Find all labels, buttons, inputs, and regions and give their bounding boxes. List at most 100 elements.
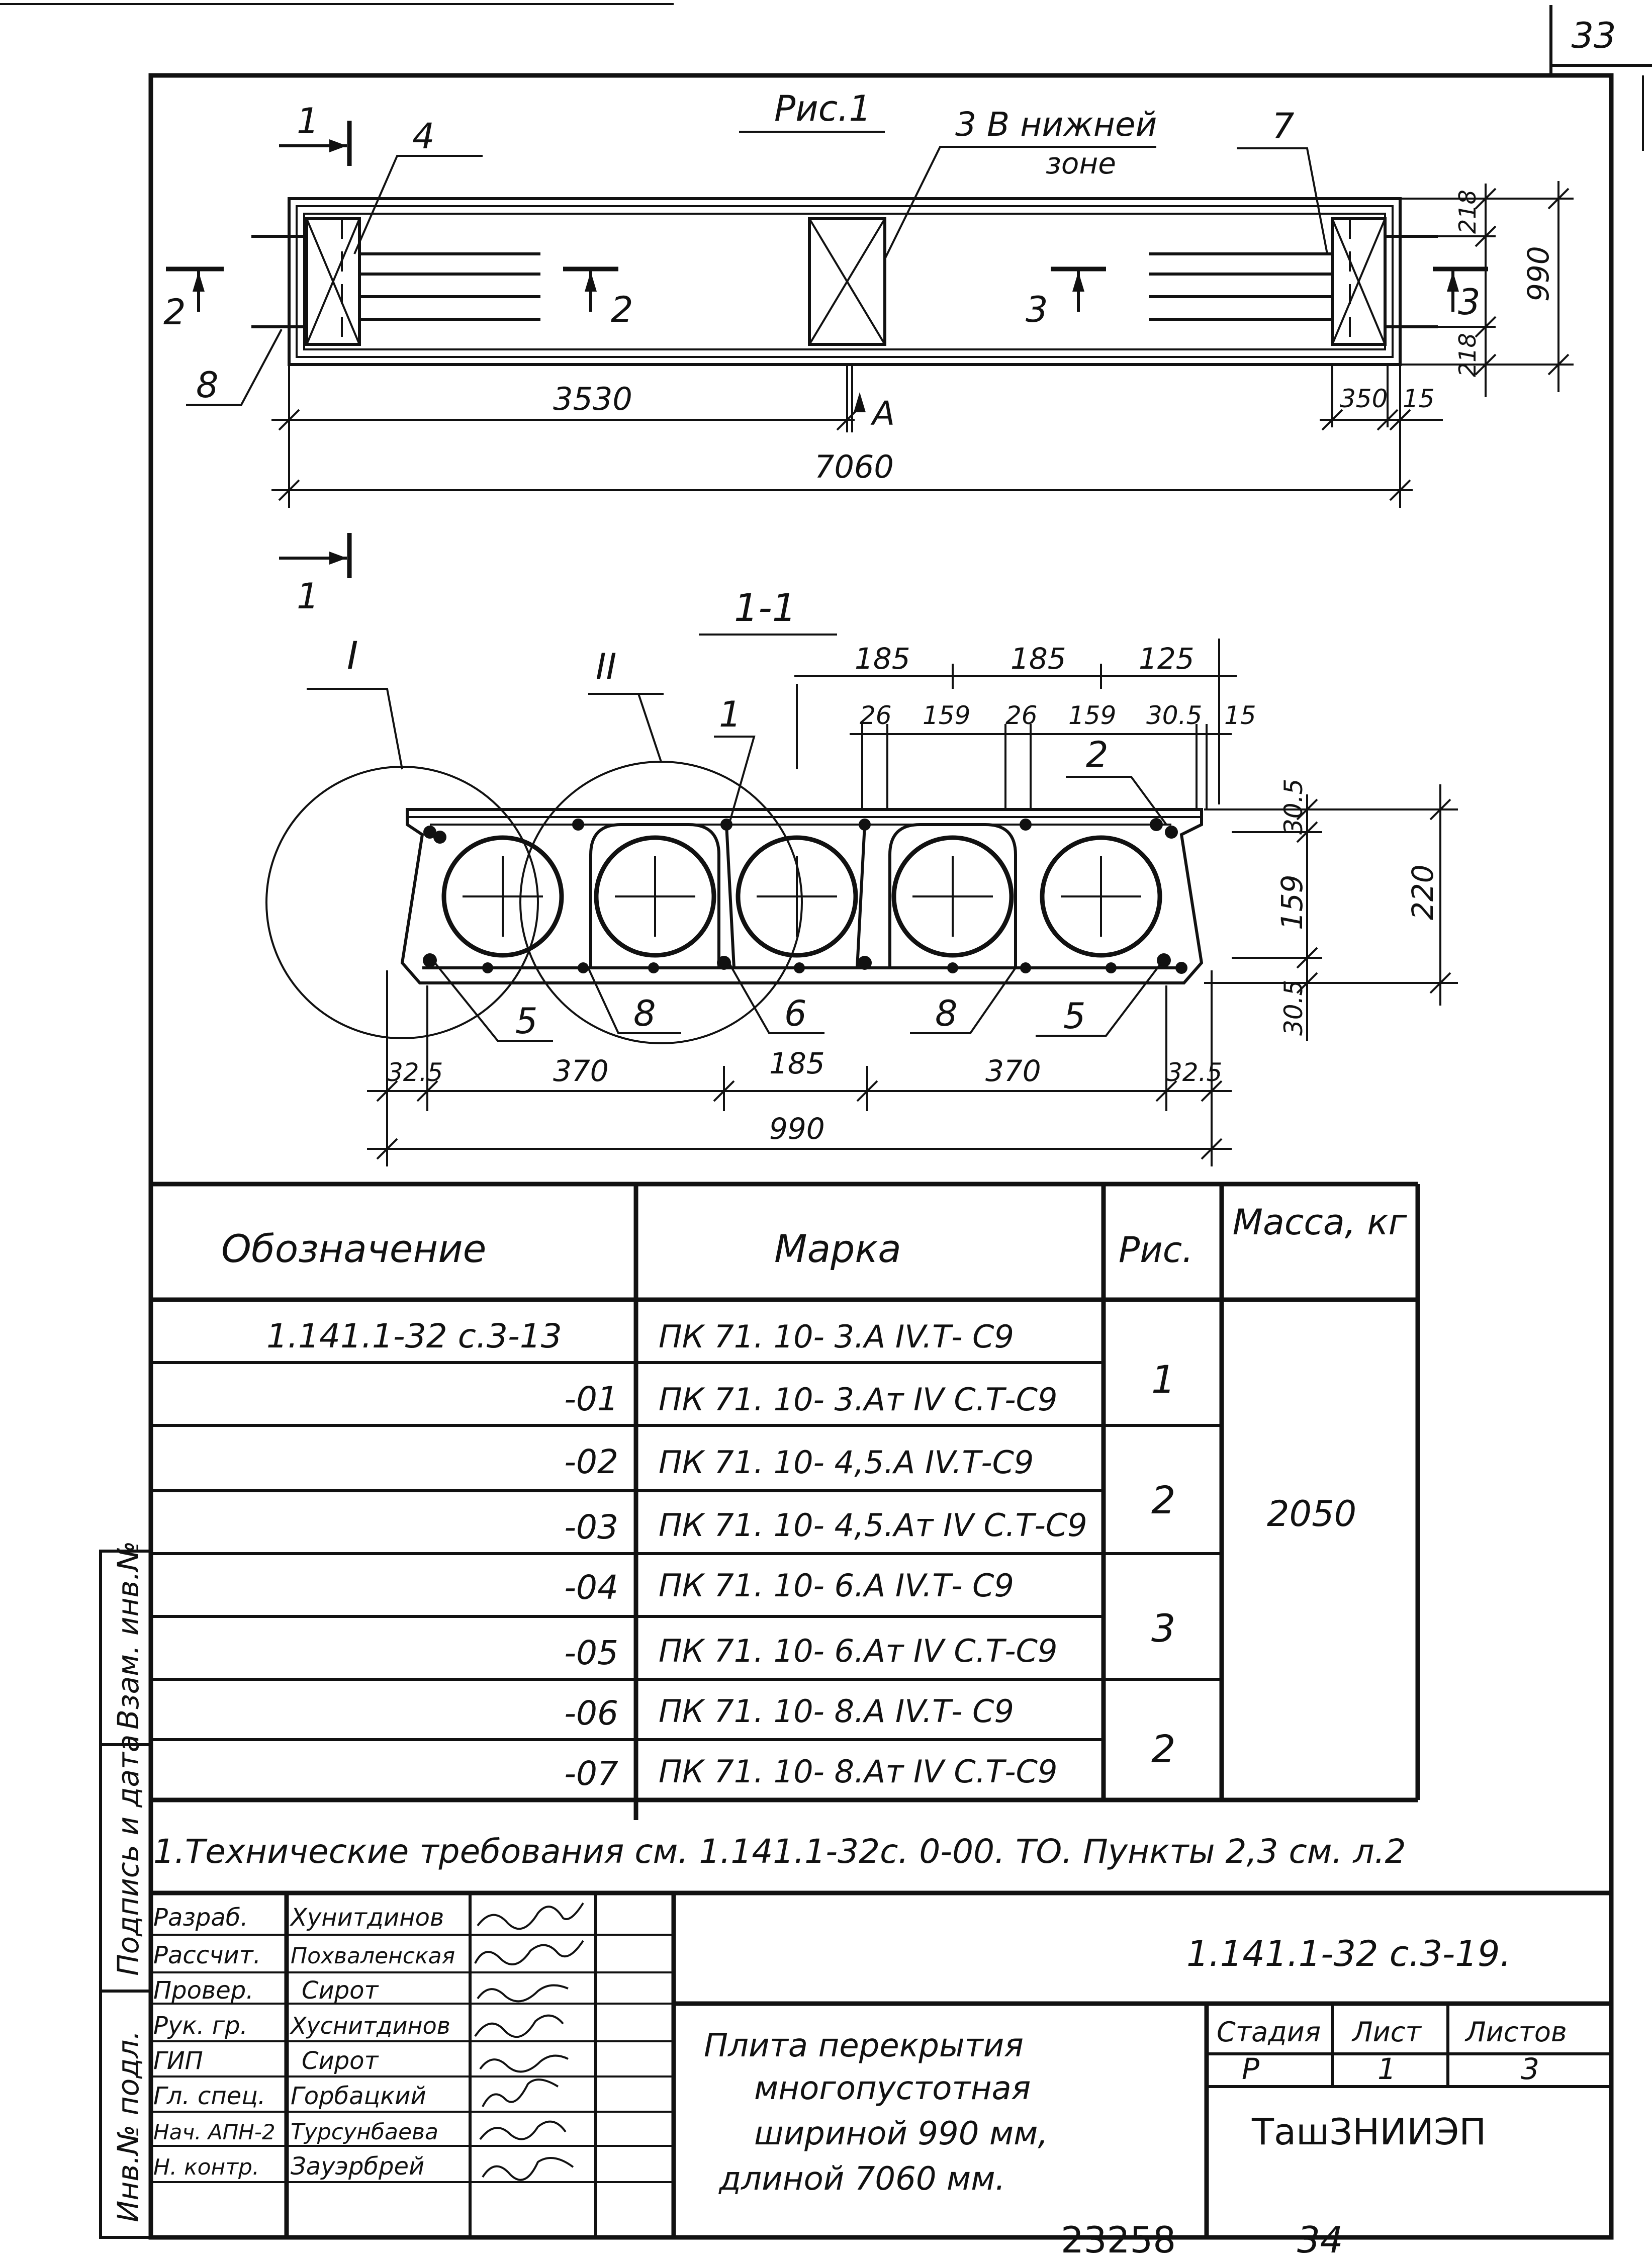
mark-A: А [870,394,895,433]
dim-7060: 7060 [814,448,894,485]
bottom-dim-32-5-left: 32.5 [387,1058,443,1087]
org-name: ТашЗНИИЭП [1251,2111,1486,2153]
row-3-designation: -03 [564,1508,618,1547]
figure-group-1: 1 [1151,1357,1175,1402]
row-4-designation: -04 [564,1568,618,1607]
top-dim-26a: 26 [860,701,892,730]
callout-5-left: 5 [515,1001,538,1042]
side-stamps: Взам. инв.№ Подпись и дата Инв.№ подл. [99,1541,152,2239]
callout-4: 4 [412,116,435,157]
header-figure: Рис. [1119,1229,1193,1271]
role-1: Рассчит. [153,1941,261,1969]
row-2-mark: ПК 71. 10- 4,5.А IV.Т-С9 [659,1444,1034,1481]
title-line-3: длиной 7060 мм. [718,2160,1005,2198]
name-2: Сирот [302,1976,380,2005]
stage-label: Стадия [1217,2016,1321,2048]
figure-group-3: 3 [1151,1606,1175,1651]
section-title: 1-1 [734,585,796,630]
dim-350: 350 [1340,384,1388,413]
callout-1: 1 [719,694,742,735]
sheet-frame [0,3,1652,2240]
figure-group-2: 2 [1151,1478,1175,1522]
sheets-value: 3 [1521,2052,1539,2086]
role-5: Гл. спец. [153,2082,265,2110]
role-4: ГИП [153,2047,203,2075]
name-0: Хунитдинов [289,1904,444,1932]
dim-3530: 3530 [553,381,632,417]
figure-group-4: 2 [1151,1727,1175,1771]
sheets-label: Листов [1464,2016,1567,2048]
sheet-label: Лист [1351,2016,1422,2048]
right-dim-30-5-bottom: 30.5 [1279,980,1308,1036]
title-block: Разраб. Рассчит. Провер. Рук. гр. ГИП Гл… [151,1890,1611,2237]
signatures [474,1902,584,2181]
cut-3-left: 3 [1026,289,1048,330]
callout-6: 6 [784,993,807,1034]
callout-2: 2 [1086,734,1109,775]
name-7: Зауэрбрей [291,2152,424,2181]
name-6: Турсунбаева [291,2119,438,2145]
name-4: Сирот [302,2047,380,2075]
mass-value: 2050 [1267,1493,1356,1534]
bottom-dim-370-right: 370 [985,1054,1041,1088]
header-mass: Масса, кг [1233,1202,1408,1243]
callout-8-left: 8 [633,993,656,1034]
top-dim-125: 125 [1139,642,1195,676]
footer-left: 23258 [1061,2219,1176,2257]
section-mark-top: 1 [297,101,319,142]
section-view: 1-1 I II [265,585,1458,1166]
top-dim-185a: 185 [855,642,910,676]
top-dim-185b: 185 [1011,642,1066,676]
dim-218-top: 218 [1454,190,1481,234]
row-7-mark: ПК 71. 10- 8.Ат IV С.Т-С9 [659,1753,1057,1790]
bottom-dim-185: 185 [769,1046,825,1080]
dim-15: 15 [1403,384,1435,413]
row-1-mark: ПК 71. 10- 3.Ат IV С.Т-С9 [659,1381,1057,1418]
figure-title: Рис.1 [774,88,871,129]
stamp-signature-date: Подпись и дата [111,1735,145,1976]
node-I: I [347,633,358,678]
callout-7: 7 [1272,106,1295,147]
technical-note: 1.Технические требования см. 1.141.1-32с… [153,1832,1406,1871]
top-dim-26b: 26 [1005,701,1038,730]
stamp-original-inv: Инв.№ подл. [111,2030,145,2222]
right-dim-30-5-top: 30.5 [1279,779,1308,835]
role-6: Нач. АПН-2 [153,2120,276,2144]
top-dim-159a: 159 [923,701,970,730]
plan-view: Рис.1 1 [163,88,1574,617]
row-1-designation: -01 [564,1380,618,1418]
name-1: Похваленская [291,1943,455,1969]
voids [441,823,1162,968]
right-dim-159: 159 [1275,874,1309,930]
title-line-2: шириной 990 мм, [754,2115,1048,2152]
top-dim-15: 15 [1224,701,1256,730]
callout-8: 8 [196,365,219,406]
doc-code: 1.141.1-32 с.3-19. [1186,1933,1511,1974]
top-dim-30-5: 30.5 [1146,701,1202,730]
callout-8-right: 8 [935,993,958,1034]
top-dim-159b: 159 [1068,701,1116,730]
row-3-mark: ПК 71. 10- 4,5.Ат IV С.Т-С9 [659,1507,1087,1544]
dim-990-plan: 990 [1521,246,1555,302]
title-line-0: Плита перекрытия [704,2027,1024,2064]
header-mark: Марка [774,1226,901,1271]
callout-3: 3 В нижней [955,105,1157,144]
cut-3-right: 3 [1458,282,1481,323]
role-3: Рук. гр. [153,2012,248,2040]
name-3: Хуснитдинов [290,2012,450,2039]
header-mass-text: Масса, кг [1233,1202,1408,1243]
name-5: Горбацкий [291,2082,426,2110]
bottom-dim-32-5-right: 32.5 [1166,1058,1222,1087]
sheet-number: 33 [1571,15,1616,56]
row-7-designation: -07 [564,1754,618,1793]
spec-table: Обозначение Марка Рис. Масса, кг 1.141.1… [151,1182,1420,1820]
row-5-mark: ПК 71. 10- 6.Ат IV С.Т-С9 [659,1633,1057,1669]
role-2: Провер. [153,1976,253,2005]
row-4-mark: ПК 71. 10- 6.А IV.Т- С9 [659,1567,1014,1604]
role-0: Разраб. [153,1904,248,1932]
row-2-designation: -02 [564,1442,618,1481]
right-dim-220: 220 [1406,864,1440,920]
section-mark-bottom: 1 [297,576,319,617]
row-0-designation: 1.141.1-32 с.3-13 [266,1317,562,1356]
